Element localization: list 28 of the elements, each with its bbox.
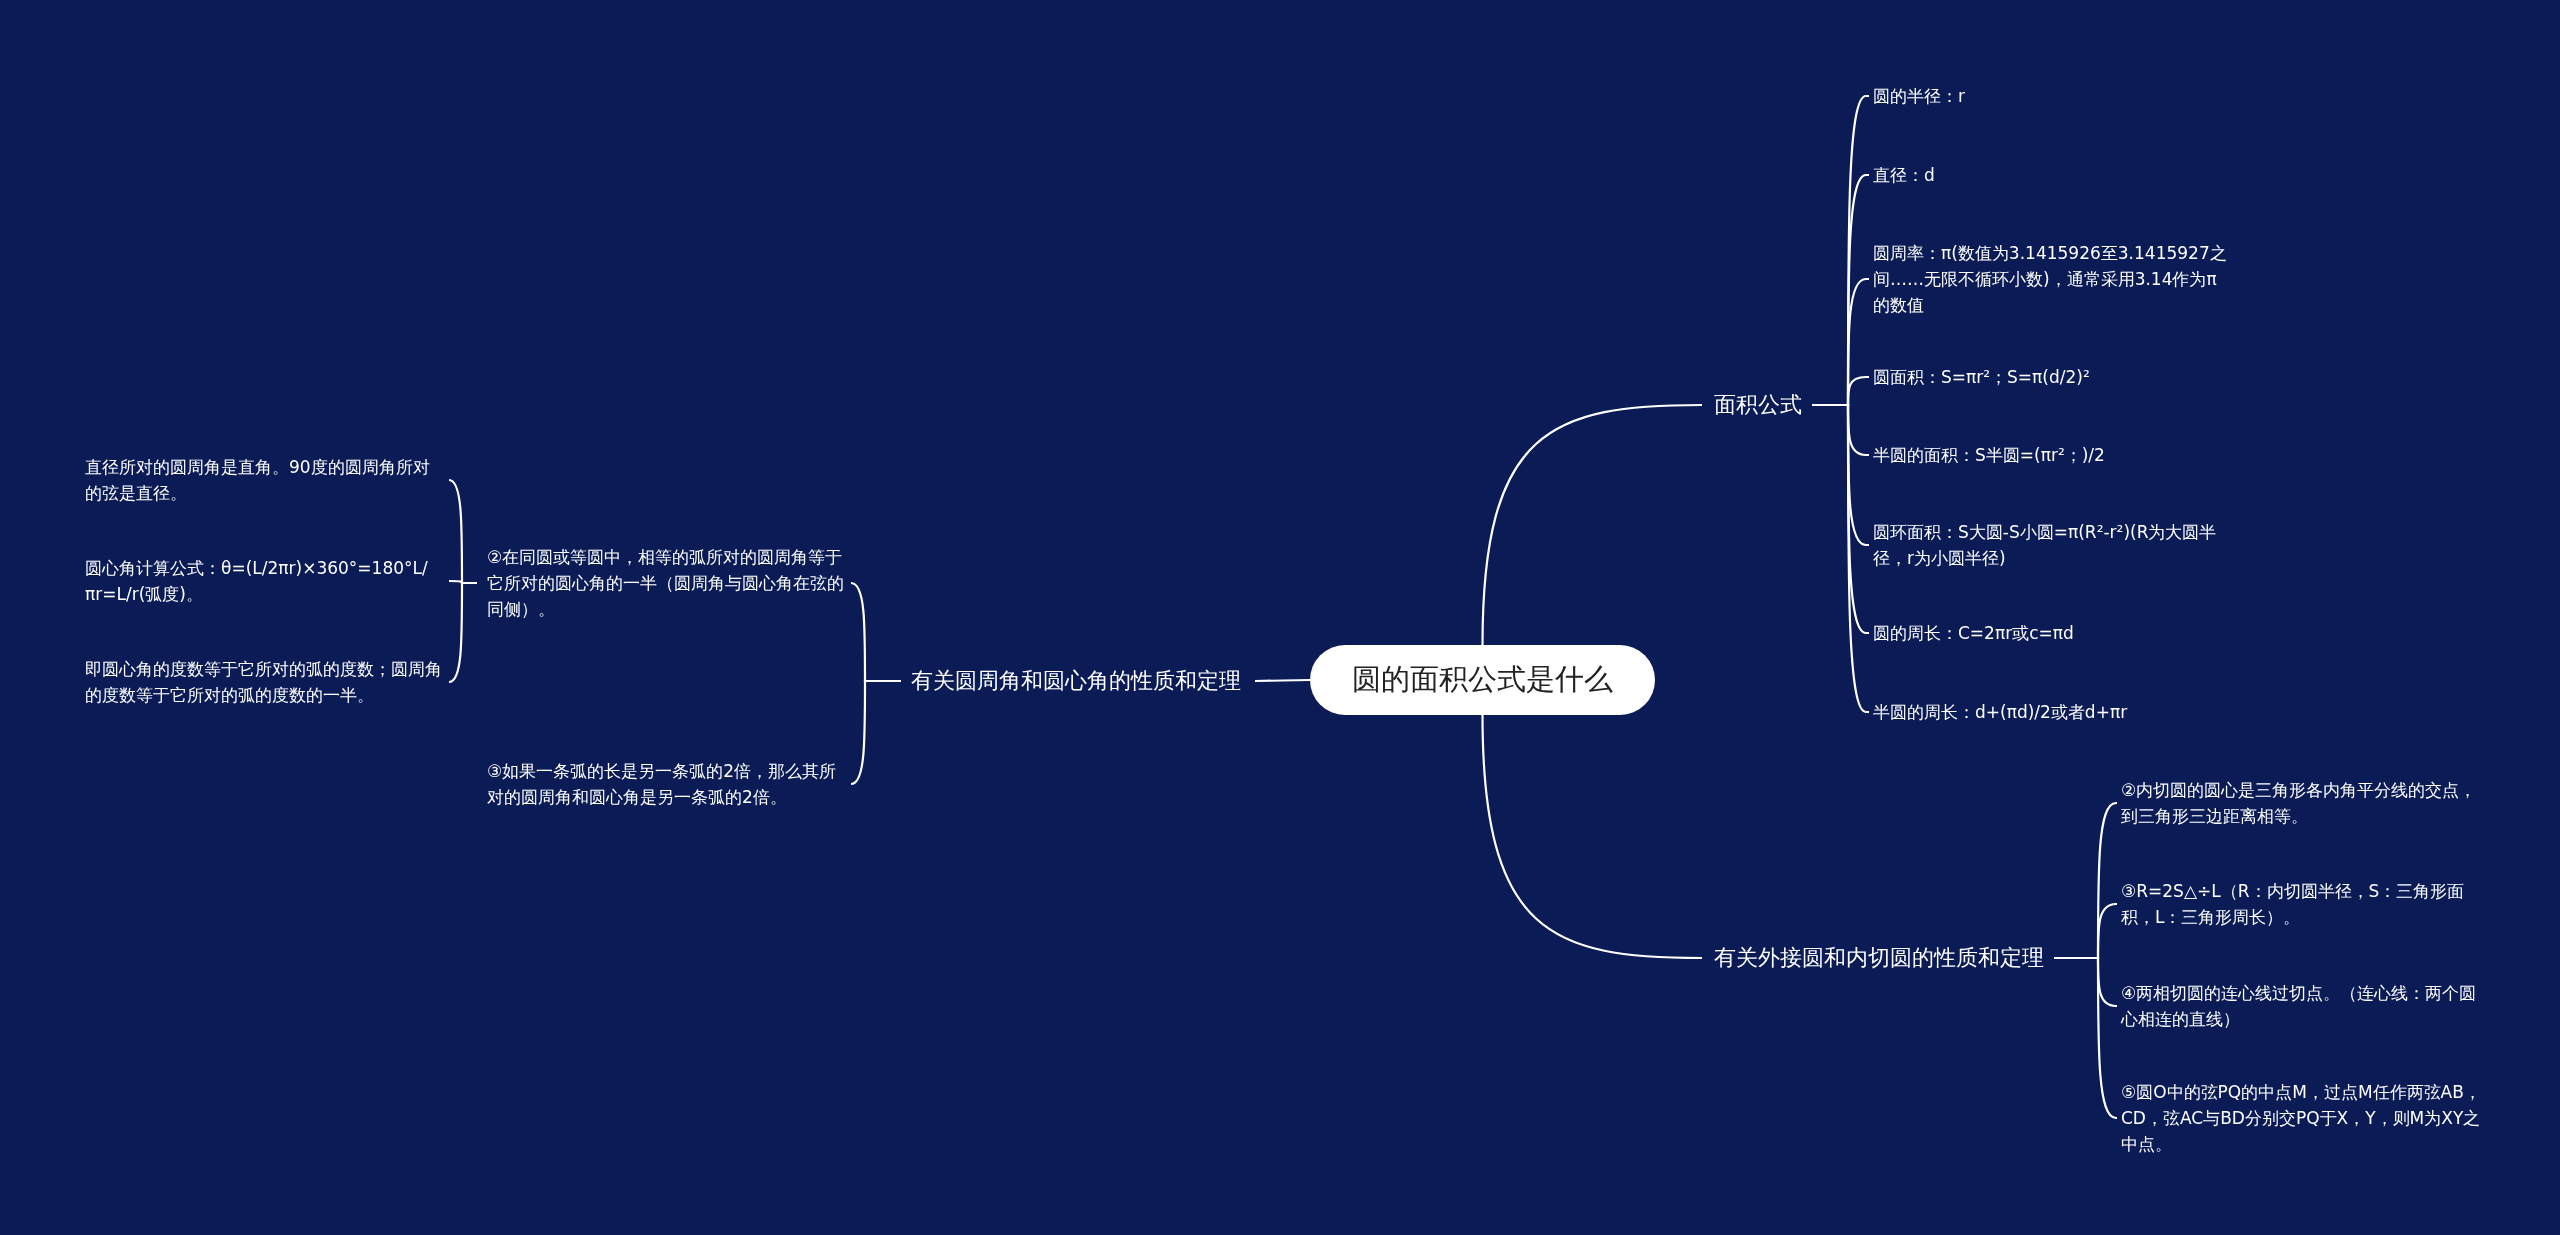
- topic-text: 半圆的周长：d+(πd)/2或者d+πr: [1873, 699, 2233, 725]
- connector-line: [2054, 956, 2118, 1120]
- topic-text: 直径：d: [1873, 162, 2233, 188]
- topic-text: 圆面积：S=πr²；S=π(d/2)²: [1873, 364, 2233, 390]
- topic-text: ②在同圆或等圆中，相等的弧所对的圆周角等于它所对的圆心角的一半（圆周角与圆心角在弦的同侧）。: [487, 544, 847, 622]
- connector-line: [1255, 678, 1310, 683]
- topic-text: 即圆心角的度数等于它所对的弧的度数；圆周角的度数等于它所对的弧的度数的一半。: [85, 656, 445, 708]
- connector-line: [447, 581, 477, 684]
- connector-line: [1481, 714, 1702, 960]
- connector-line: [849, 679, 901, 786]
- topic-text: 圆心角计算公式：θ=(L/2πr)×360°=180°L/πr=L/r(弧度)。: [85, 555, 445, 607]
- topic-text: ④两相切圆的连心线过切点。（连心线：两个圆心相连的直线）: [2121, 980, 2481, 1032]
- topic-text: 圆环面积：S大圆-S小圆=π(R²-r²)(R为大圆半径，r为小圆半径): [1873, 519, 2233, 571]
- topic-text: 圆周率：π(数值为3.1415926至3.1415927之间……无限不循环小数)，通常采用3.14作为π的数值: [1873, 240, 2233, 318]
- topic-text: ⑤圆O中的弦PQ的中点M，过点M任作两弦AB，CD，弦AC与BD分别交PQ于X，Y，则M为XY之中点。: [2121, 1079, 2481, 1157]
- topic-text: ②内切圆的圆心是三角形各内角平分线的交点，到三角形三边距离相等。: [2121, 777, 2481, 829]
- branch-topic: 有关外接圆和内切圆的性质和定理: [1714, 943, 2044, 973]
- topic-text: 直径所对的圆周角是直角。90度的圆周角所对的弦是直径。: [85, 454, 445, 506]
- connector-line: [1812, 403, 1870, 714]
- topic-text: 圆的周长：C=2πr或c=πd: [1873, 620, 2233, 646]
- topic-text: ③R=2S△÷L（R：内切圆半径，S：三角形面积，L：三角形周长）。: [2121, 878, 2481, 930]
- topic-text: 圆的半径：r: [1873, 83, 2233, 109]
- topic-text: ③如果一条弧的长是另一条弧的2倍，那么其所对的圆周角和圆心角是另一条弧的2倍。: [487, 758, 847, 810]
- branch-topic: 有关圆周角和圆心角的性质和定理: [911, 666, 1241, 696]
- topic-text: 半圆的面积：S半圆=(πr²；)/2: [1873, 442, 2233, 468]
- branch-topic: 面积公式: [1714, 390, 1802, 420]
- central-topic: 圆的面积公式是什么: [1310, 645, 1655, 715]
- connector-line: [1481, 403, 1702, 646]
